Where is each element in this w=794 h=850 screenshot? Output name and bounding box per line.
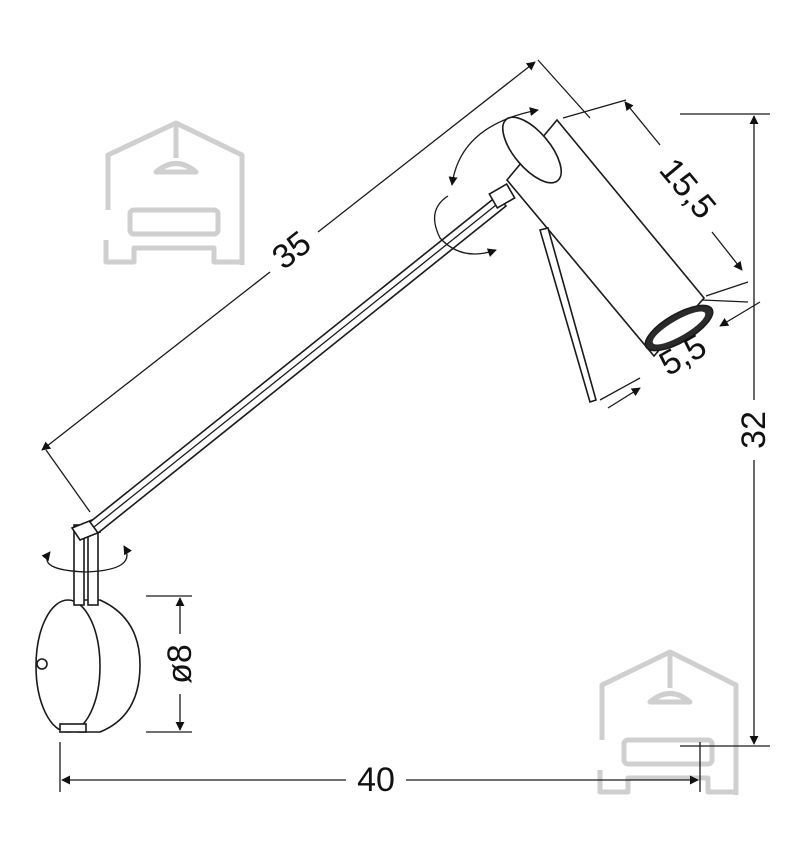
dim-width: 40 — [59, 742, 701, 799]
dim-height-label: 32 — [735, 411, 773, 449]
dim-base-diameter-label: ø8 — [161, 644, 199, 684]
dim-base-diameter: ø8 — [146, 595, 199, 733]
arm-joint — [488, 182, 516, 210]
watermark-house-sofa-icon — [103, 120, 245, 265]
watermark-house-sofa-icon-2 — [597, 649, 739, 795]
wall-plate — [35, 599, 141, 733]
dim-width-label: 40 — [357, 761, 395, 799]
lamp — [35, 116, 714, 733]
rotation-arrows — [41, 107, 539, 573]
shade-rod — [538, 227, 597, 404]
dim-height: 32 — [680, 113, 773, 747]
bracket — [70, 519, 102, 606]
lamp-shade — [502, 116, 714, 358]
arm — [88, 194, 508, 535]
dim-shade-length-label: 15,5 — [652, 151, 724, 226]
dim-arm-length-label: 35 — [265, 224, 318, 277]
